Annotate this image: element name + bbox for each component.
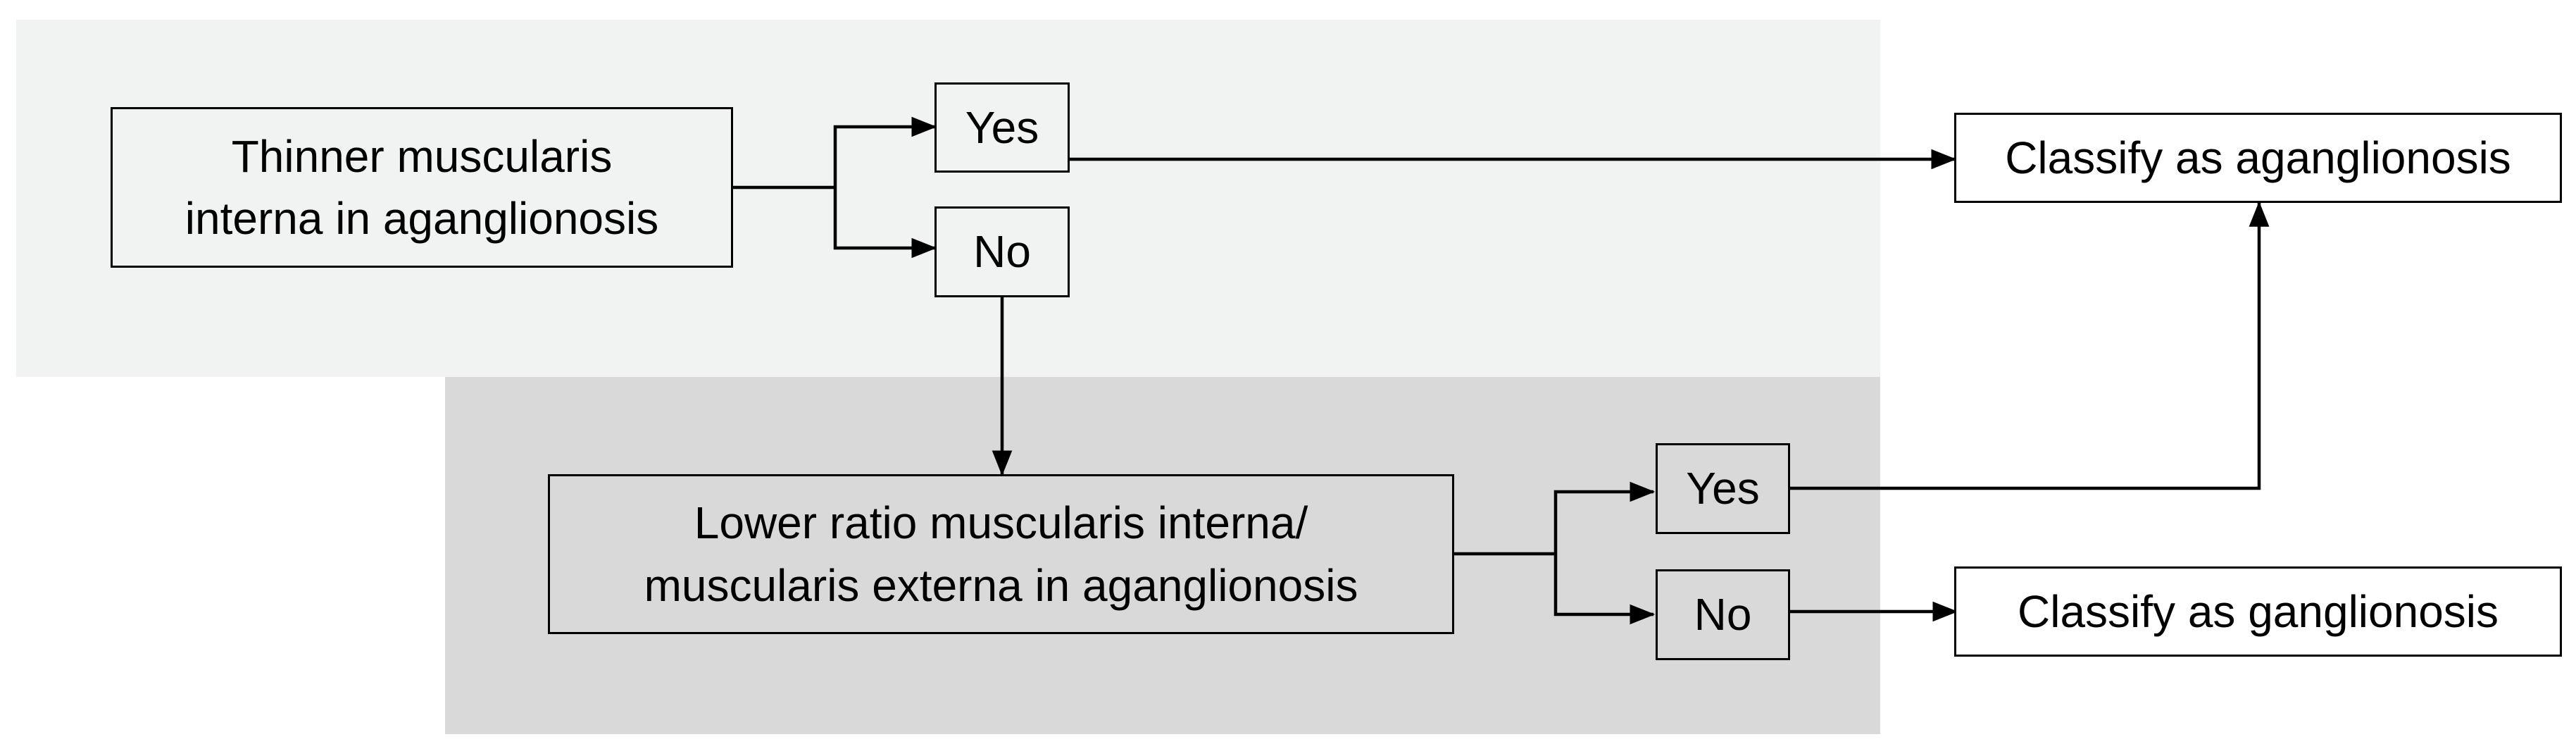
decision-2-box: Lower ratio muscularis interna/ muscular… [548, 474, 1454, 634]
decision-1-label: Thinner muscularis interna in agangliono… [185, 130, 659, 244]
outcome-ganglionosis-label: Classify as ganglionosis [2018, 585, 2499, 637]
decision-2-no-label: No [1694, 589, 1752, 640]
decision-2-label: Lower ratio muscularis interna/ muscular… [644, 497, 1358, 611]
decision-2-no-box: No [1656, 569, 1790, 660]
d2-yes-arrow [1553, 481, 1656, 554]
yes-2-to-aganglionosis-arrow [1789, 201, 2270, 490]
decision-1-yes-box: Yes [934, 82, 1070, 173]
outcome-aganglionosis-box: Classify as aganglionosis [1954, 113, 2562, 203]
d1-yes-arrow [833, 116, 937, 187]
outcome-aganglionosis-label: Classify as aganglionosis [2005, 132, 2511, 183]
decision-1-no-label: No [973, 226, 1031, 278]
d1-no-arrow [833, 187, 937, 259]
decision-1-no-box: No [934, 206, 1070, 297]
decision-2-yes-box: Yes [1656, 443, 1790, 534]
decision-2-yes-label: Yes [1686, 463, 1760, 514]
decision-1-yes-label: Yes [965, 101, 1039, 153]
decision-1-box: Thinner muscularis interna in agangliono… [111, 107, 733, 268]
d2-no-arrow [1553, 554, 1656, 625]
outcome-ganglionosis-box: Classify as ganglionosis [1954, 566, 2562, 657]
